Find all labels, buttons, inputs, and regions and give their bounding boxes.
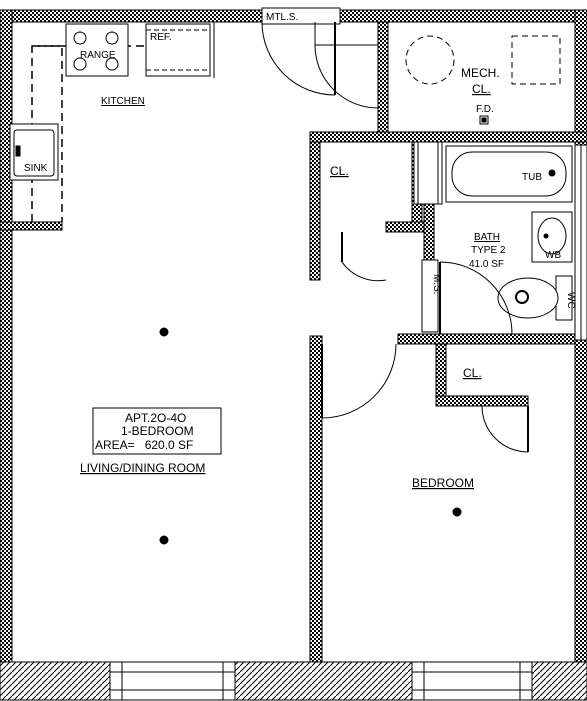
label-mech-1: MECH. [461, 66, 500, 80]
label-apt: APT.2O-4O [125, 411, 186, 425]
light-living-2 [159, 535, 169, 545]
kitchen-counter [31, 45, 63, 222]
label-bath: BATH [474, 232, 500, 243]
label-bath-area: 41.0 SF [469, 259, 504, 270]
label-mech-2: CL. [472, 82, 491, 96]
mech-water-heater [405, 35, 455, 85]
wall-bath-left [423, 199, 435, 261]
wall-top-left [0, 9, 263, 23]
label-ref: REF. [150, 32, 172, 43]
label-bath-type: TYPE 2 [471, 245, 506, 256]
label-floor-drain: F.D. [476, 104, 494, 115]
medicine-storage [421, 259, 439, 333]
exterior-wall-bottom [0, 661, 587, 701]
wall-kitchen-bottom [0, 221, 63, 231]
exterior-walls [0, 9, 587, 701]
label-ms: M.S. [431, 274, 442, 295]
label-wb: WB [545, 250, 561, 261]
labels: RANGE REF. KITCHEN SINK MTL.S. MECH. CL.… [24, 12, 576, 490]
wall-bedroom-left [309, 335, 323, 663]
refrigerator [145, 23, 211, 77]
label-wc: WC [565, 292, 576, 309]
wall-top-right [339, 9, 587, 23]
label-tub: TUB [522, 172, 542, 183]
wall-closet-left [309, 141, 321, 281]
window-bottom-right [411, 661, 533, 701]
label-closet-hall: CL. [330, 164, 349, 178]
unit-info-box [92, 407, 222, 455]
toilet [497, 275, 573, 321]
wall-right-bottom [574, 339, 587, 671]
label-range: RANGE [80, 50, 116, 61]
window-bath [574, 144, 587, 341]
light-living-1 [159, 327, 169, 337]
label-unit-area: AREA= 620.0 SF [95, 438, 193, 452]
label-unit-type: 1-BEDROOM [121, 424, 194, 438]
wall-right-top [574, 9, 587, 146]
label-metal-shelves: MTL.S. [266, 12, 298, 23]
interior-walls [0, 21, 587, 663]
wall-mech-left [377, 21, 389, 133]
label-sink: SINK [24, 163, 48, 174]
label-bedroom: BEDROOM [412, 476, 474, 490]
wall-mech-bottom [309, 131, 587, 143]
wall-bath-bottom [397, 333, 576, 345]
entry-jambs [261, 7, 341, 25]
wall-left [0, 9, 13, 701]
wall-bedroom-closet-left [435, 343, 447, 401]
fixtures [9, 21, 573, 545]
label-kitchen: KITCHEN [101, 96, 145, 107]
wall-bedroom-closet-bottom [435, 395, 529, 407]
label-living: LIVING/DINING ROOM [80, 461, 205, 475]
light-bedroom [452, 507, 462, 517]
label-closet-bedroom: CL. [463, 366, 482, 380]
mech-air-handler [511, 35, 561, 85]
window-bottom-left [109, 661, 236, 701]
